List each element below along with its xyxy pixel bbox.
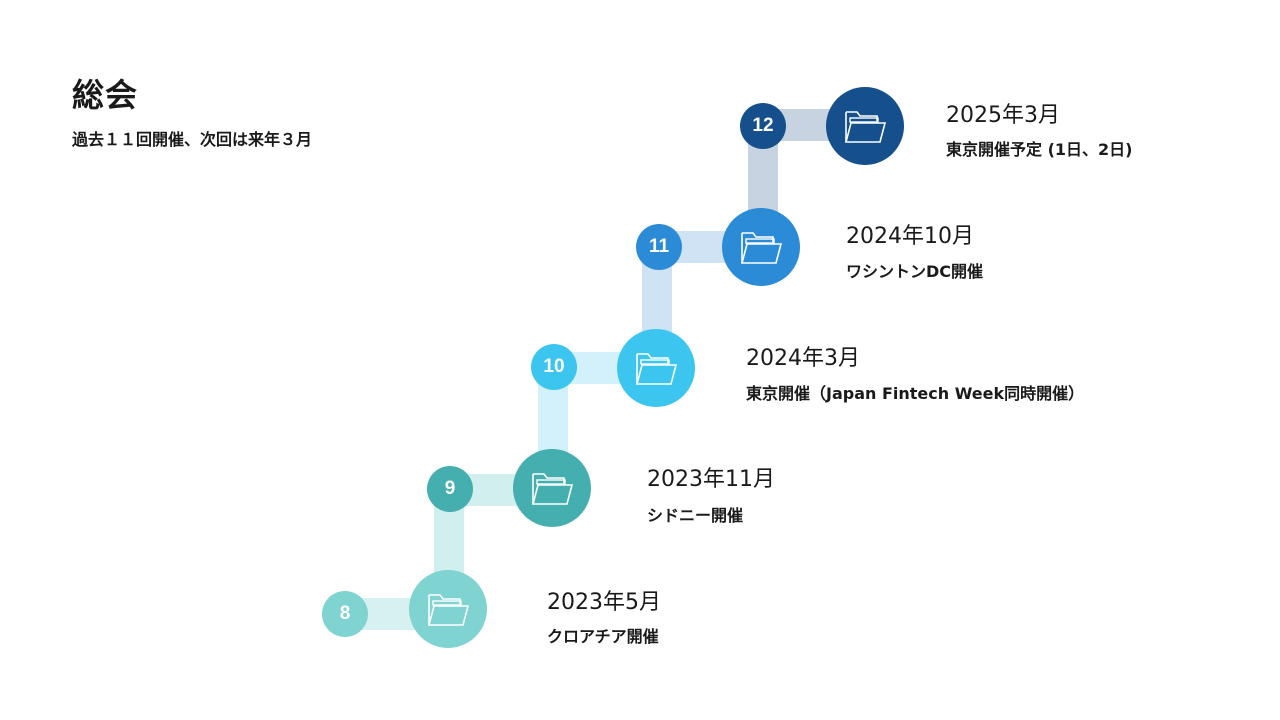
event-desc-12: 東京開催予定 (1日、2日) [946,140,1133,159]
page-title: 総会 [72,76,139,114]
event-desc-9: シドニー開催 [647,506,744,525]
step-number-11: 11 [636,224,682,270]
folder-icon [531,473,574,505]
folder-icon [844,111,887,143]
event-date-12: 2025年3月 [946,103,1060,128]
folder-icon [740,232,783,264]
folder-icon [427,594,470,626]
folder-icon [635,353,678,385]
event-icon-circle-12 [826,87,904,165]
step-number-10: 10 [531,344,577,390]
event-date-11: 2024年10月 [846,224,974,249]
event-icon-circle-8 [409,570,487,648]
event-icon-circle-10 [617,329,695,407]
event-desc-8: クロアチア開催 [547,627,659,646]
event-desc-11: ワシントンDC開催 [846,262,984,281]
event-desc-10: 東京開催（Japan Fintech Week同時開催） [746,384,1085,403]
step-number-12: 12 [740,103,786,149]
step-number-9: 9 [427,466,473,512]
event-date-10: 2024年3月 [746,346,860,371]
event-date-9: 2023年11月 [647,467,775,492]
event-date-8: 2023年5月 [547,590,661,615]
event-icon-circle-9 [513,449,591,527]
event-icon-circle-11 [722,208,800,286]
page-subtitle: 過去１１回開催、次回は来年３月 [72,130,313,149]
step-number-8: 8 [322,591,368,637]
